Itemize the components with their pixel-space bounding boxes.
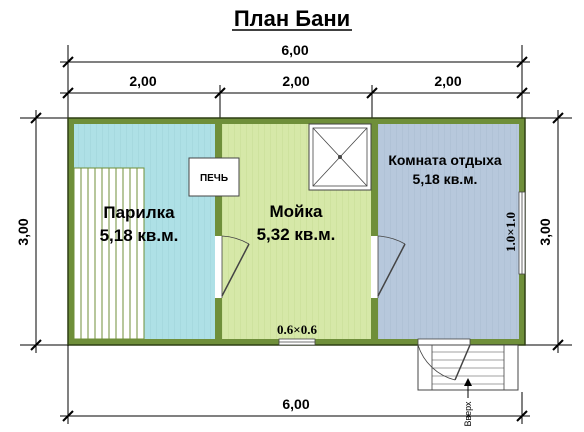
top-dimensions (60, 45, 530, 118)
room-rest-name: Комната отдыха (388, 152, 502, 168)
entrance-porch (417, 338, 519, 398)
stove-label: ПЕЧЬ (200, 173, 228, 184)
window-wash (278, 338, 316, 346)
plan-title: План Бани (234, 6, 350, 31)
room-steam-name: Парилка (103, 203, 175, 222)
dim-seg1: 2,00 (129, 73, 156, 89)
dim-right: 3,00 (537, 218, 553, 245)
shower-tray (308, 123, 372, 191)
room-steam-area: 5,18 кв.м. (100, 226, 179, 245)
dim-seg2: 2,00 (282, 73, 309, 89)
stairs-label: Вверх (463, 401, 473, 427)
dim-total-bottom: 6,00 (282, 396, 309, 412)
dim-left: 3,00 (15, 218, 31, 245)
dim-seg3: 2,00 (434, 73, 461, 89)
bottom-dimension (60, 345, 530, 424)
room-rest-floor (378, 124, 519, 339)
dim-total-top: 6,00 (281, 42, 308, 58)
window-wash-label: 0.6×0.6 (277, 322, 317, 337)
door-wash-rest (371, 235, 406, 298)
room-rest-area: 5,18 кв.м. (413, 171, 478, 187)
window-rest (518, 191, 526, 275)
door-steam-wash (215, 235, 250, 298)
room-wash-area: 5,32 кв.м. (257, 225, 336, 244)
room-wash-name: Мойка (270, 202, 324, 221)
window-rest-label: 1.0×1.0 (503, 212, 518, 252)
side-dimensions (20, 110, 572, 353)
stove: ПЕЧЬ (188, 157, 240, 197)
bench (73, 167, 145, 340)
